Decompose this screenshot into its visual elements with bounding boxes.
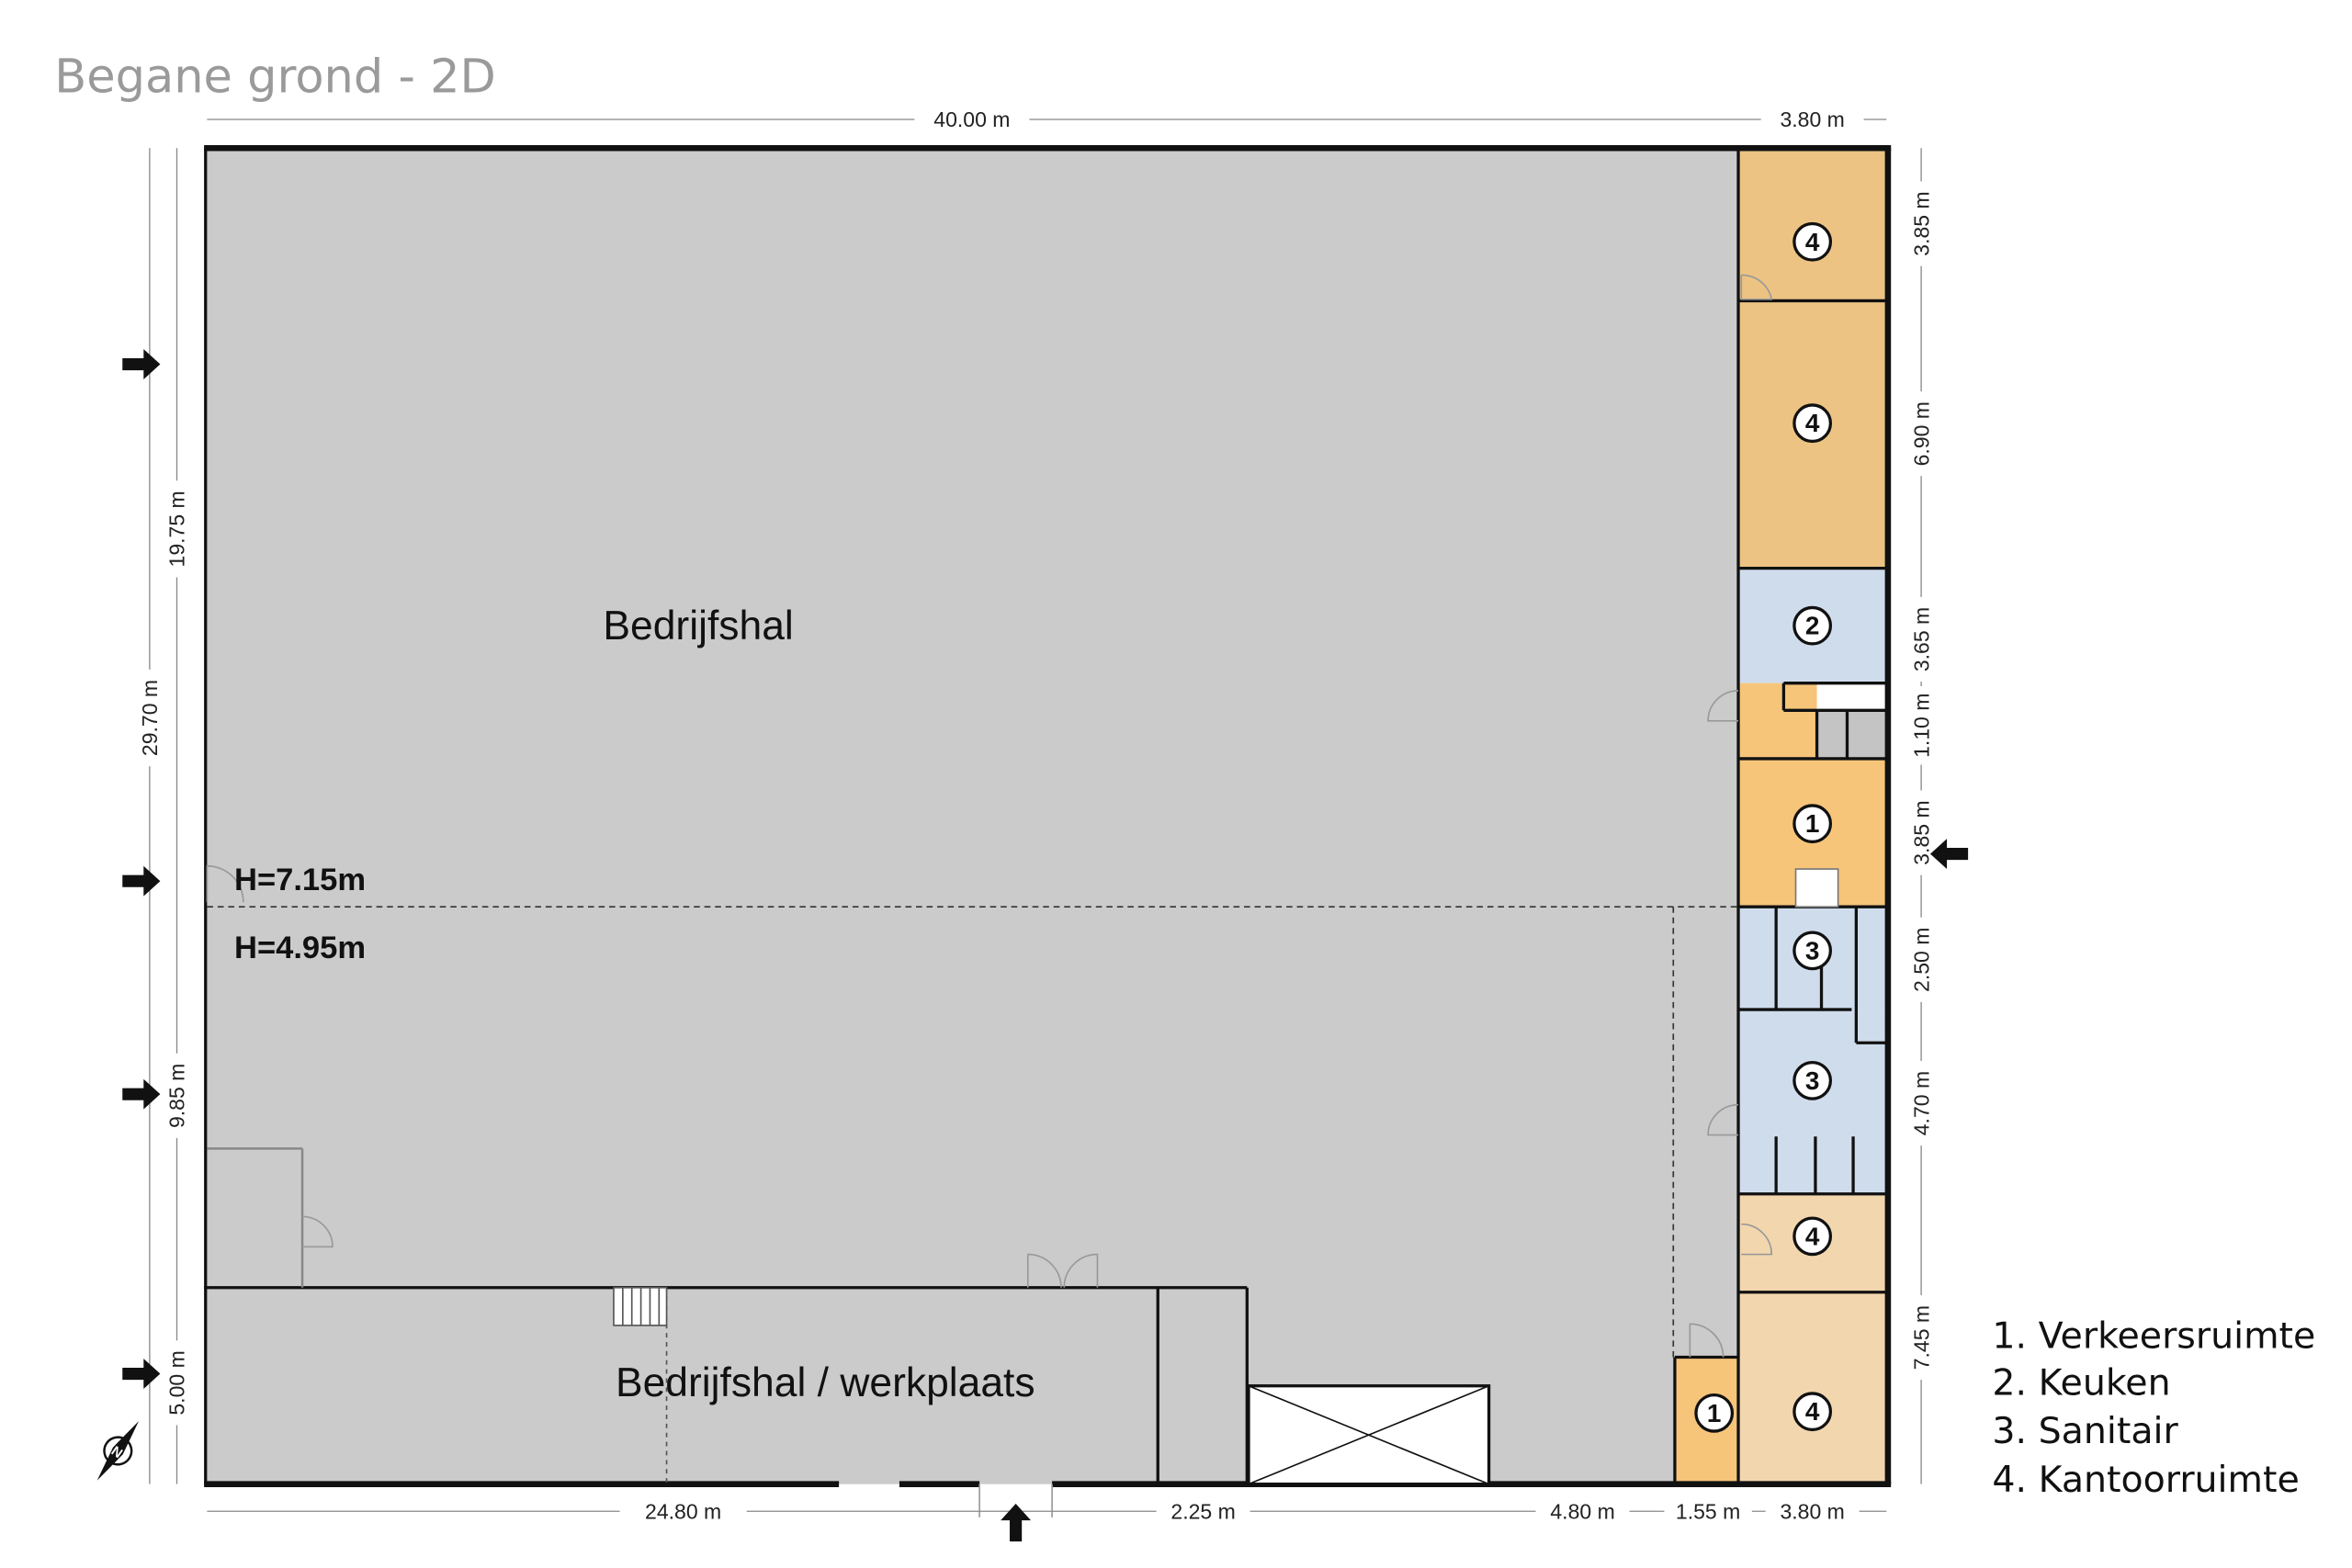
arrow-left-icon: [1929, 839, 1969, 870]
svg-text:3.85 m: 3.85 m: [1909, 191, 1933, 255]
stairs-icon: [1794, 868, 1839, 908]
room-label-main-hall: Bedrijfshal: [603, 604, 793, 649]
svg-text:1: 1: [1805, 809, 1820, 838]
svg-text:19.75 m: 19.75 m: [165, 491, 189, 567]
room-marker: 4: [1792, 221, 1833, 262]
svg-text:3.85 m: 3.85 m: [1909, 800, 1933, 864]
room-office-4: [1738, 1292, 1887, 1484]
svg-text:40.00 m: 40.00 m: [933, 107, 1010, 131]
room-marker: 4: [1792, 1392, 1833, 1432]
svg-text:4: 4: [1805, 409, 1820, 437]
svg-text:1.10 m: 1.10 m: [1909, 694, 1933, 758]
room-sanitary-2: [1738, 1010, 1887, 1194]
room-marker: 1: [1694, 1393, 1735, 1433]
plan-title: Begane grond - 2D: [54, 50, 496, 104]
arrow-up-icon: [1001, 1504, 1032, 1542]
svg-text:3: 3: [1805, 936, 1820, 964]
arrow-right-icon: [122, 349, 161, 379]
svg-text:2.25 m: 2.25 m: [1170, 1500, 1235, 1524]
height-label-low: H=4.95m: [234, 931, 366, 965]
arrow-right-icon: [122, 1078, 161, 1110]
rooms: [1674, 151, 1887, 1484]
svg-text:9.85 m: 9.85 m: [165, 1064, 189, 1128]
legend-item: 3. Sanitair: [1992, 1410, 2178, 1452]
legend-item: 1. Verkeersruimte: [1992, 1315, 2315, 1358]
arrow-right-icon: [122, 865, 161, 897]
svg-text:4: 4: [1805, 228, 1820, 256]
svg-text:3.80 m: 3.80 m: [1780, 1500, 1844, 1524]
svg-text:5.00 m: 5.00 m: [165, 1350, 189, 1415]
main-hall-area: [207, 151, 1739, 1484]
room-small-hall: [1738, 682, 1817, 759]
legend-item: 2. Keuken: [1992, 1362, 2170, 1404]
room-marker: 3: [1792, 931, 1833, 971]
svg-text:4.70 m: 4.70 m: [1909, 1071, 1933, 1135]
svg-text:3.80 m: 3.80 m: [1780, 107, 1844, 131]
stairs-icon: [613, 1286, 668, 1326]
svg-text:4: 4: [1805, 1222, 1820, 1250]
room-marker: 1: [1792, 804, 1833, 844]
arrow-right-icon: [122, 1359, 161, 1390]
height-label-high: H=7.15m: [234, 863, 366, 897]
svg-text:4: 4: [1805, 1397, 1820, 1426]
room-marker: 4: [1792, 1216, 1833, 1257]
entrance-arrows: [122, 349, 1969, 1542]
dimension-labels: 40.00 m 3.80 m 24.80 m 2.25 m 4.80 m 1.5…: [136, 106, 1935, 1526]
room-marker: 3: [1792, 1060, 1833, 1100]
svg-text:6.90 m: 6.90 m: [1909, 401, 1933, 466]
room-marker: 4: [1792, 403, 1833, 444]
svg-text:1: 1: [1707, 1399, 1722, 1427]
svg-text:2: 2: [1805, 612, 1820, 640]
compass-icon: N: [96, 1421, 139, 1481]
legend: 1. Verkeersruimte 2. Keuken 3. Sanitair …: [1992, 1315, 2315, 1501]
svg-text:3: 3: [1805, 1066, 1820, 1095]
loading-door: [1247, 1384, 1491, 1486]
svg-text:2.50 m: 2.50 m: [1909, 928, 1933, 992]
svg-text:29.70 m: 29.70 m: [138, 680, 162, 756]
legend-item: 4. Kantoorruimte: [1992, 1459, 2299, 1501]
svg-text:4.80 m: 4.80 m: [1550, 1500, 1614, 1524]
room-markers: 4 4 2 1 3 3 4 4 1: [1694, 221, 1833, 1433]
svg-text:7.45 m: 7.45 m: [1909, 1305, 1933, 1370]
svg-text:1.55 m: 1.55 m: [1676, 1500, 1740, 1524]
room-storage: [1816, 710, 1887, 759]
svg-text:24.80 m: 24.80 m: [645, 1500, 721, 1524]
svg-text:3.65 m: 3.65 m: [1909, 607, 1933, 671]
room-marker: 2: [1792, 605, 1833, 646]
room-label-workshop: Bedrijfshal / werkplaats: [616, 1360, 1035, 1405]
